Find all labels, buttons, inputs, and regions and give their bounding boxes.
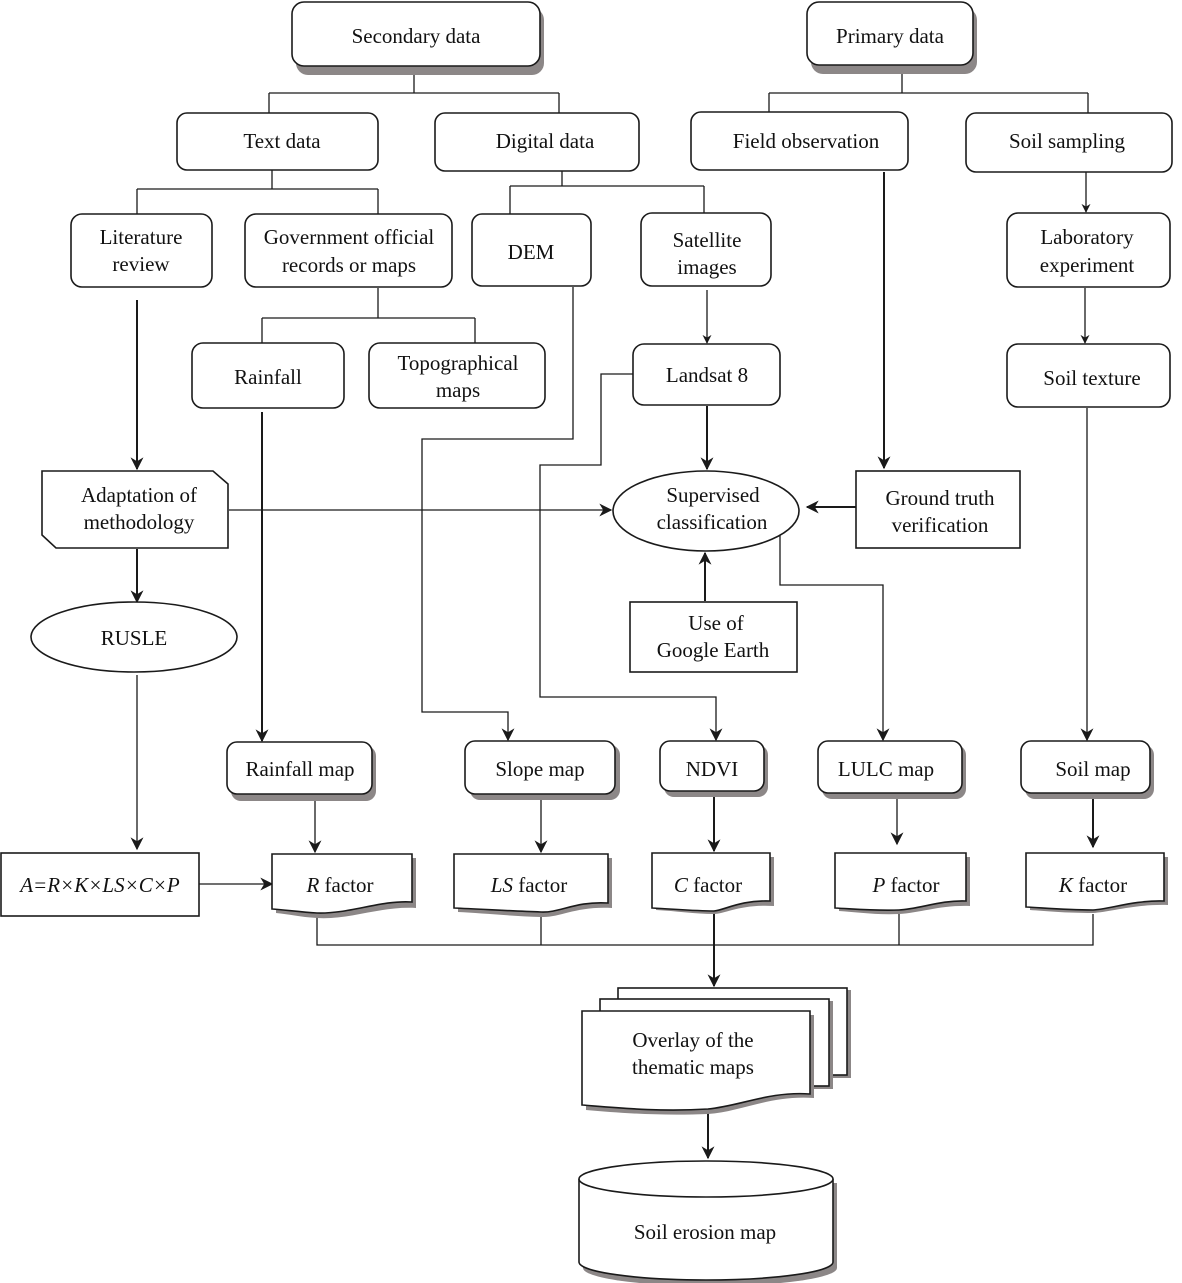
node-satellite-images-label-1: Satellite xyxy=(673,228,742,252)
node-p-factor[interactable]: P factor xyxy=(834,852,970,915)
node-literature-review-label-2: review xyxy=(112,252,170,276)
node-google-earth-label-2: Google Earth xyxy=(657,638,770,662)
node-landsat-8[interactable]: Landsat 8 xyxy=(632,343,781,406)
node-adaptation-label-2: methodology xyxy=(84,510,195,534)
node-literature-review-label-1: Literature xyxy=(100,225,183,249)
edge-factors-bus xyxy=(316,913,1094,946)
node-primary-data[interactable]: Primary data xyxy=(806,1,977,74)
node-landsat-8-label: Landsat 8 xyxy=(666,363,748,387)
node-rusle-equation-label: A=R×K×LS×C×P xyxy=(18,873,180,897)
edge-dem-to-slopemap xyxy=(421,287,574,742)
connectors xyxy=(130,66,1100,1160)
node-ls-factor-label: LS factor xyxy=(490,873,567,897)
node-ground-truth-verification[interactable]: Ground truth verification xyxy=(855,470,1021,549)
node-google-earth[interactable]: Use of Google Earth xyxy=(629,601,798,673)
node-government-records-label-1: Government official xyxy=(264,225,435,249)
node-soil-texture-label: Soil texture xyxy=(1043,366,1140,390)
node-ndvi-label: NDVI xyxy=(686,757,739,781)
node-satellite-images-label-2: images xyxy=(677,255,736,279)
node-ground-truth-label-1: Ground truth xyxy=(885,486,995,510)
node-adaptation-label-1: Adaptation of xyxy=(81,483,197,507)
node-adaptation-of-methodology[interactable]: Adaptation of methodology xyxy=(41,470,229,549)
node-rusle-equation[interactable]: A=R×K×LS×C×P xyxy=(0,852,200,917)
edge-digitaldata-to-children xyxy=(509,171,705,214)
node-google-earth-label-1: Use of xyxy=(688,611,743,635)
node-topographical-maps-label-2: maps xyxy=(436,378,480,402)
node-soil-erosion-map[interactable]: Soil erosion map xyxy=(578,1160,837,1283)
node-soil-map[interactable]: Soil map xyxy=(1020,740,1154,799)
node-topographical-maps-label-1: Topographical xyxy=(398,351,519,375)
node-soil-sampling-label: Soil sampling xyxy=(1009,129,1126,153)
node-digital-data[interactable]: Digital data xyxy=(434,112,640,172)
node-field-observation-label: Field observation xyxy=(733,129,880,153)
node-field-observation[interactable]: Field observation xyxy=(690,111,909,171)
node-rusle-label: RUSLE xyxy=(101,626,168,650)
node-ndvi[interactable]: NDVI xyxy=(659,740,768,797)
node-c-factor-label: C factor xyxy=(674,873,742,897)
node-overlay-label-2: thematic maps xyxy=(632,1055,754,1079)
node-soil-erosion-map-label: Soil erosion map xyxy=(634,1220,776,1244)
node-soil-map-label: Soil map xyxy=(1055,757,1130,781)
node-secondary-data-label: Secondary data xyxy=(352,24,482,48)
edge-secondary-to-children xyxy=(268,68,560,114)
node-r-factor[interactable]: R factor xyxy=(271,853,416,919)
node-k-factor-label: K factor xyxy=(1058,873,1127,897)
node-overlay-label-1: Overlay of the xyxy=(632,1028,753,1052)
node-primary-data-label: Primary data xyxy=(836,24,945,48)
node-supervised-classification-label-2: classification xyxy=(657,510,768,534)
node-overlay-thematic-maps[interactable]: Overlay of the thematic maps xyxy=(581,987,851,1115)
node-dem-label: DEM xyxy=(508,240,555,264)
node-topographical-maps[interactable]: Topographical maps xyxy=(368,342,546,409)
node-k-factor[interactable]: K factor xyxy=(1025,852,1168,913)
node-rainfall-map[interactable]: Rainfall map xyxy=(226,741,376,801)
node-satellite-images[interactable]: Satellite images xyxy=(640,212,772,287)
node-lulc-map-label: LULC map xyxy=(838,757,934,781)
node-text-data-label: Text data xyxy=(243,129,321,153)
edge-primary-to-children xyxy=(768,66,1089,114)
node-digital-data-label: Digital data xyxy=(496,129,595,153)
node-dem[interactable]: DEM xyxy=(471,213,592,287)
edge-supervised-to-lulcmap xyxy=(779,535,890,742)
node-laboratory-experiment-label-1: Laboratory xyxy=(1040,225,1134,249)
node-soil-texture[interactable]: Soil texture xyxy=(1006,343,1171,408)
node-rainfall-map-label: Rainfall map xyxy=(245,757,354,781)
edge-textdata-to-children xyxy=(136,170,379,214)
node-laboratory-experiment[interactable]: Laboratory experiment xyxy=(1006,212,1171,288)
node-ls-factor[interactable]: LS factor xyxy=(453,853,612,918)
node-supervised-classification-label-1: Supervised xyxy=(666,483,760,507)
node-soil-sampling[interactable]: Soil sampling xyxy=(965,112,1173,173)
node-lulc-map[interactable]: LULC map xyxy=(817,740,966,799)
node-p-factor-label: P factor xyxy=(871,873,939,897)
node-literature-review[interactable]: Literature review xyxy=(70,213,213,288)
node-slope-map-label: Slope map xyxy=(495,757,584,781)
node-supervised-classification[interactable]: Supervised classification xyxy=(612,470,800,552)
node-c-factor[interactable]: C factor xyxy=(651,852,774,914)
node-government-records[interactable]: Government official records or maps xyxy=(244,213,453,288)
edge-landsat-to-ndvi xyxy=(539,373,723,742)
node-ground-truth-label-2: verification xyxy=(892,513,989,537)
node-r-factor-label: R factor xyxy=(305,873,373,897)
node-government-records-label-2: records or maps xyxy=(282,253,416,277)
node-rainfall[interactable]: Rainfall xyxy=(191,342,345,409)
node-text-data[interactable]: Text data xyxy=(176,112,379,171)
edge-govrecords-to-children xyxy=(261,288,476,343)
node-slope-map[interactable]: Slope map xyxy=(464,740,620,800)
node-rusle[interactable]: RUSLE xyxy=(30,601,238,673)
node-secondary-data[interactable]: Secondary data xyxy=(291,1,544,75)
node-rainfall-label: Rainfall xyxy=(234,365,302,389)
node-laboratory-experiment-label-2: experiment xyxy=(1040,253,1135,277)
